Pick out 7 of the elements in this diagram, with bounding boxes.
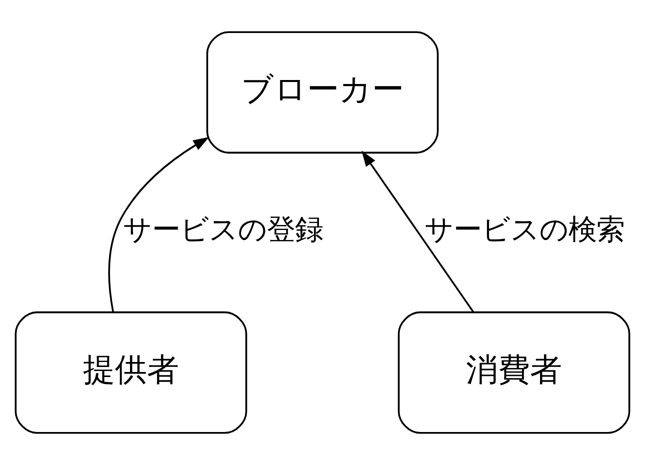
node-box: 提供者 [14, 310, 248, 434]
node-box: 消費者 [398, 310, 630, 434]
node-box: ブローカー [206, 30, 439, 154]
arrow [108, 136, 210, 312]
edge-label: サービスの検索 [424, 212, 625, 246]
arrow [362, 150, 474, 312]
edge-label: サービスの登録 [123, 212, 324, 246]
